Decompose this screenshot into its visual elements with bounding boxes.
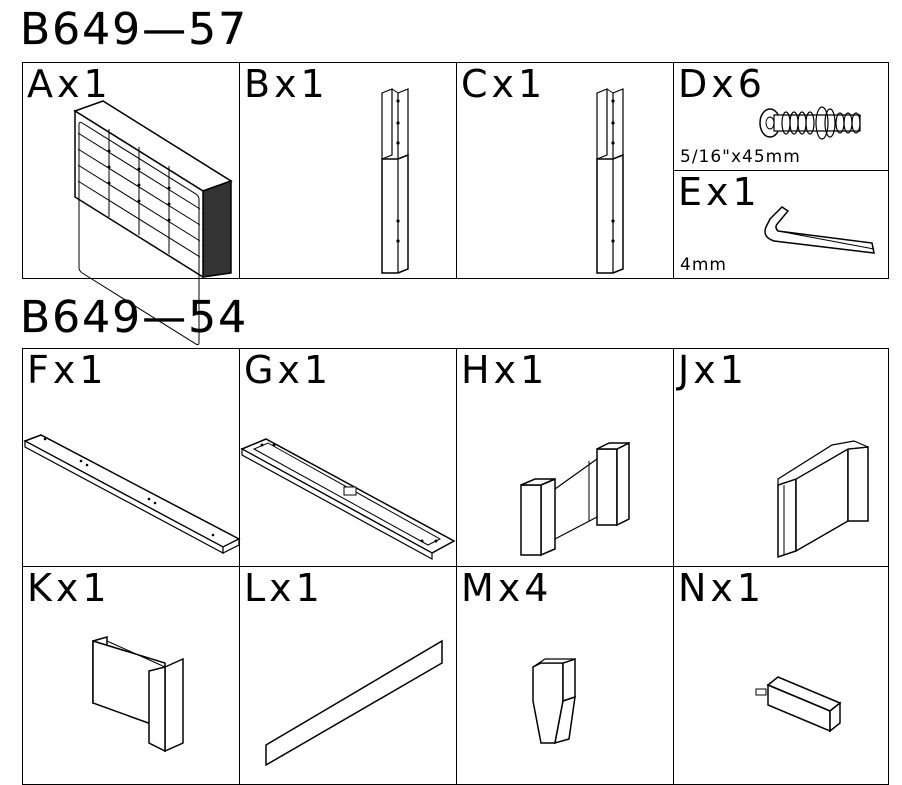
leg-bracket-c-drawing (457, 63, 674, 279)
section-title-2: B649—54 (20, 292, 249, 343)
part-label-h: Hx1 (461, 348, 549, 392)
part-cell-h: Hx1 (457, 349, 674, 567)
part-cell-d: Dx6 5/16"x45mm (674, 63, 889, 171)
part-cell-a: Ax1 (23, 63, 240, 279)
leg-bracket-b-drawing (240, 63, 457, 279)
part-label-d: Dx6 (678, 62, 766, 106)
part-label-j: Jx1 (678, 348, 748, 392)
part-cell-k: Kx1 (23, 567, 240, 785)
part-cell-j: Jx1 (674, 349, 889, 567)
frame-rail-g-drawing (240, 349, 457, 567)
part-cell-e: Ex1 4mm (674, 171, 889, 279)
part-cell-g: Gx1 (240, 349, 457, 567)
bolt-size-note: 5/16"x45mm (680, 147, 801, 167)
section-title-1: B649—57 (20, 4, 249, 55)
part-cell-l: Lx1 (240, 567, 457, 785)
part-cell-f: Fx1 (23, 349, 240, 567)
part-label-c: Cx1 (461, 62, 547, 106)
parts-grid-2: Fx1 Gx1 Hx1 (22, 348, 889, 785)
part-cell-b: Bx1 (240, 63, 457, 279)
part-label-k: Kx1 (27, 566, 111, 610)
part-label-b: Bx1 (244, 62, 329, 106)
part-label-m: Mx4 (461, 566, 553, 610)
side-frame-k-drawing (23, 567, 240, 785)
headboard-panel-drawing (23, 63, 240, 279)
leg-m-drawing (457, 567, 674, 785)
part-label-e: Ex1 (678, 170, 761, 214)
bolt-drawing (674, 63, 889, 171)
part-label-n: Nx1 (678, 566, 766, 610)
part-label-l: Lx1 (244, 566, 324, 610)
parts-grid-1: Ax1 Bx1 (22, 62, 889, 279)
allen-key-drawing (674, 171, 889, 279)
allen-key-size-note: 4mm (680, 255, 727, 275)
part-cell-m: Mx4 (457, 567, 674, 785)
leg-frame-j-drawing (674, 349, 889, 567)
part-cell-n: Nx1 (674, 567, 889, 785)
part-label-g: Gx1 (244, 348, 333, 392)
part-label-f: Fx1 (27, 348, 108, 392)
leg-frame-h-drawing (457, 349, 674, 567)
support-block-n-drawing (674, 567, 889, 785)
wooden-slat-f-drawing (23, 349, 240, 567)
slat-l-drawing (240, 567, 457, 785)
part-label-a: Ax1 (27, 62, 112, 106)
part-cell-c: Cx1 (457, 63, 674, 279)
